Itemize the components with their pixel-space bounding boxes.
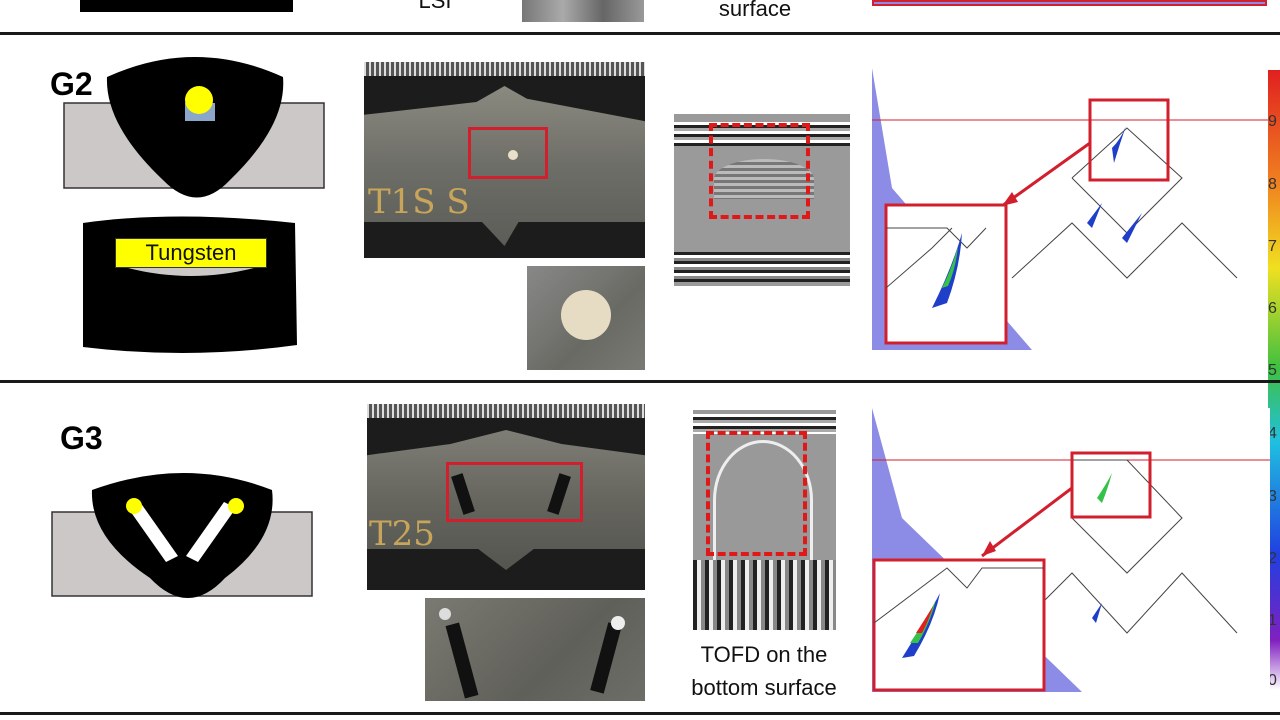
row-divider-1 — [0, 32, 1280, 35]
g2-defect-box — [468, 127, 548, 179]
row-divider-3 — [0, 712, 1280, 715]
scale-tick-0: 0 — [1268, 672, 1277, 689]
g2-tofd-box — [709, 123, 810, 219]
g3-weld-sketch — [51, 473, 313, 598]
row-divider-2 — [0, 380, 1280, 383]
scale-tick-3: 3 — [1268, 488, 1277, 505]
g3-tofd-caption-2: bottom surface — [691, 675, 837, 700]
top-caption-fragment: LSI — [418, 0, 452, 13]
g2-tofd-image — [674, 114, 850, 286]
scale-tick-9: 9 — [1268, 113, 1277, 130]
g3-tofd-caption-1: TOFD on the — [700, 642, 828, 667]
top-paut-scan — [872, 0, 1267, 6]
tungsten-label: Tungsten — [115, 238, 267, 268]
scale-tick-4: 4 — [1268, 425, 1277, 442]
g2-paut-scan — [872, 68, 1270, 350]
g3-defect-box — [446, 462, 583, 522]
scale-tick-7: 7 — [1268, 238, 1277, 255]
top-caption-surface: surface — [718, 0, 792, 21]
g3-paut-scan — [872, 408, 1270, 692]
scale-tick-6: 6 — [1268, 300, 1277, 317]
g3-label: G3 — [60, 420, 103, 456]
g2-weld-sketch — [63, 57, 325, 354]
g2-macro-photo: T1S S — [364, 62, 645, 258]
g3-tofd-image — [693, 410, 836, 630]
g2-specimen-mark: T1S S — [368, 182, 470, 222]
scale-tick-1: 1 — [1268, 612, 1277, 629]
g3-zoom-photo — [425, 598, 645, 701]
scale-tick-2: 2 — [1268, 550, 1277, 567]
scale-tick-5: 5 — [1268, 362, 1277, 379]
top-macro-photo — [522, 0, 644, 22]
scale-tick-8: 8 — [1268, 176, 1277, 193]
g3-tofd-box — [706, 431, 807, 556]
g3-macro-photo: T25 — [367, 404, 645, 590]
top-weld-sketch — [80, 0, 293, 12]
g2-zoom-photo — [527, 266, 645, 370]
g3-specimen-mark: T25 — [369, 514, 435, 554]
g2-label: G2 — [50, 66, 93, 102]
